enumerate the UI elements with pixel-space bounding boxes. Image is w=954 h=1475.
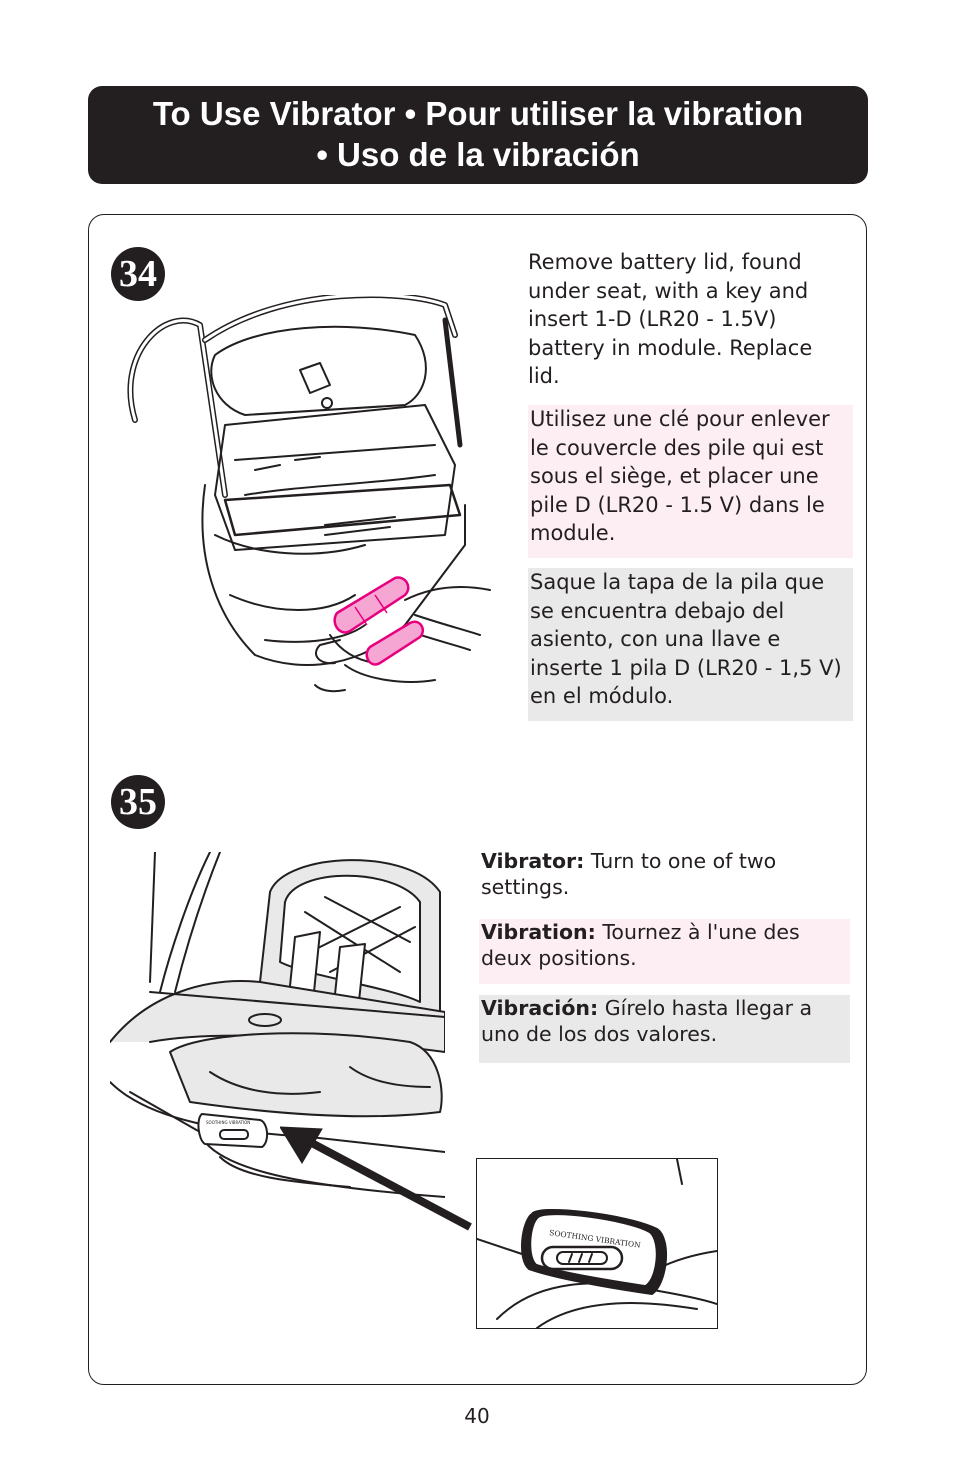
page-number: 40 <box>464 1404 490 1428</box>
step-35-english-label: Vibrator: <box>481 849 585 873</box>
step-34-spanish-text: Saque la tapa de la pila que se encuentr… <box>528 568 853 721</box>
step-34-french-text: Utilisez une clé pour enlever le couverc… <box>528 405 853 558</box>
switch-closeup-illustration: SOOTHING VIBRATION <box>477 1159 717 1328</box>
header-title-line2: • Uso de la vibración <box>316 136 640 173</box>
step-35-french-body: Tournez à l'une des deux positions. <box>481 920 800 970</box>
step-35-badge: 35 <box>111 775 165 829</box>
step-35-english-body: Turn to one of two settings. <box>481 849 777 899</box>
content-frame <box>88 214 867 1385</box>
small-switch-label: SOOTHING VIBRATION <box>206 1120 250 1125</box>
step-35-spanish-label: Vibración: <box>481 996 599 1020</box>
step-34-english-text: Remove battery lid, found under seat, wi… <box>528 250 813 389</box>
battery-installation-illustration <box>127 295 491 693</box>
step-35-french-label: Vibration: <box>481 920 596 944</box>
step-35-spanish-text: Vibración: Gírelo hasta llegar a uno de … <box>479 995 850 1063</box>
switch-closeup-frame: SOOTHING VIBRATION <box>476 1158 718 1329</box>
header-title-line1: To Use Vibrator • Pour utiliser la vibra… <box>152 95 804 132</box>
step-35-french-text: Vibration: Tournez à l'une des deux posi… <box>479 919 850 984</box>
step-35-spanish-body: Gírelo hasta llegar a uno de los dos val… <box>481 996 813 1046</box>
step-34-badge: 34 <box>111 247 165 301</box>
step-35-english-text: Vibrator: Turn to one of two settings. <box>481 848 811 900</box>
vibration-switch-illustration: SOOTHING VIBRATION <box>110 852 445 1198</box>
section-header: To Use Vibrator • Pour utiliser la vibra… <box>88 86 868 184</box>
pointer-arrow <box>280 1126 472 1231</box>
